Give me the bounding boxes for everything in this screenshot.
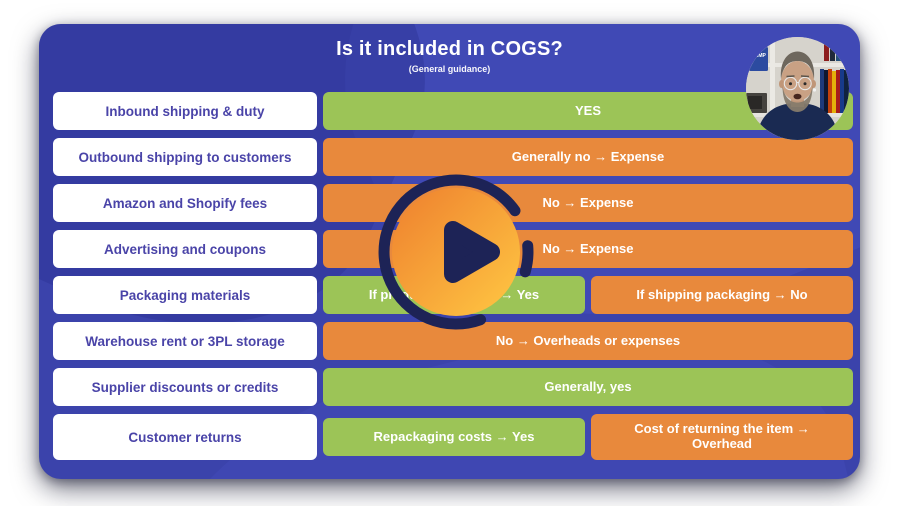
row-cells: Generally no → Expense xyxy=(323,138,853,176)
presenter xyxy=(756,51,839,140)
answer-cell: Cost of returning the item → Overhead xyxy=(591,414,853,460)
slide-header: Is it included in COGS? (General guidanc… xyxy=(39,38,860,74)
row-label: Inbound shipping & duty xyxy=(53,92,317,130)
play-icon xyxy=(378,174,534,330)
answer-cell: Generally no → Expense xyxy=(323,138,853,176)
row-cells: No → Overheads or expenses xyxy=(323,322,853,360)
row-label: Supplier discounts or credits xyxy=(53,368,317,406)
answer-cell: If shipping packaging → No xyxy=(591,276,853,314)
earbud xyxy=(812,88,817,92)
row-label: Advertising and coupons xyxy=(53,230,317,268)
play-button[interactable] xyxy=(369,165,543,339)
row-cells: Generally, yes xyxy=(323,368,853,406)
play-ring xyxy=(378,174,534,330)
play-triangle xyxy=(444,221,500,283)
page-subtitle: (General guidance) xyxy=(408,64,491,74)
row-label: Packaging materials xyxy=(53,276,317,314)
answer-cell: Repackaging costs → Yes xyxy=(323,418,585,456)
camp-book-text: CAMP xyxy=(751,53,766,59)
row-label: Warehouse rent or 3PL storage xyxy=(53,322,317,360)
row-label: Outbound shipping to customers xyxy=(53,138,317,176)
glasses xyxy=(783,76,812,91)
row-label: Amazon and Shopify fees xyxy=(53,184,317,222)
answer-cell: Generally, yes xyxy=(323,368,853,406)
page-title: Is it included in COGS? xyxy=(336,38,563,60)
webcam-overlay: CAMP xyxy=(746,37,849,140)
answer-cell: No → Overheads or expenses xyxy=(323,322,853,360)
row-label: Customer returns xyxy=(53,414,317,460)
